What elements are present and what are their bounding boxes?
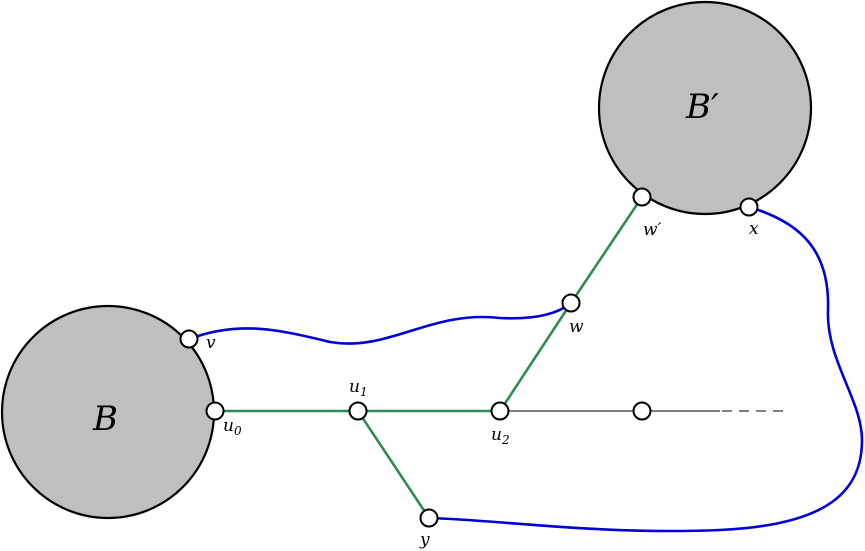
label-ball-b-prime: B′ (685, 87, 719, 127)
label-w-prime: w′ (643, 220, 662, 240)
label-v: v (206, 333, 216, 353)
path-x-y (428, 205, 864, 533)
ball-b-prime (597, 0, 813, 216)
label-y: y (419, 530, 430, 550)
label-u1: u1 (349, 377, 368, 399)
vertex-ray (632, 401, 652, 421)
vertex-u2 (490, 401, 510, 421)
edge-w-w-prime (569, 196, 644, 304)
vertex-x (739, 197, 759, 217)
label-w: w (569, 317, 584, 337)
edge-u1-y (356, 410, 431, 519)
label-u0: u0 (223, 416, 242, 438)
vertex-y (419, 508, 439, 528)
vertex-w (561, 293, 581, 313)
label-x: x (749, 219, 759, 239)
path-v-w (188, 301, 572, 345)
vertex-w-prime (632, 187, 652, 207)
vertex-u0 (205, 401, 225, 421)
label-ball-b: B (92, 399, 118, 439)
edge-u2-w (498, 302, 573, 412)
label-u2: u2 (491, 425, 510, 447)
vertex-u1 (348, 401, 368, 421)
vertex-v (179, 329, 199, 349)
